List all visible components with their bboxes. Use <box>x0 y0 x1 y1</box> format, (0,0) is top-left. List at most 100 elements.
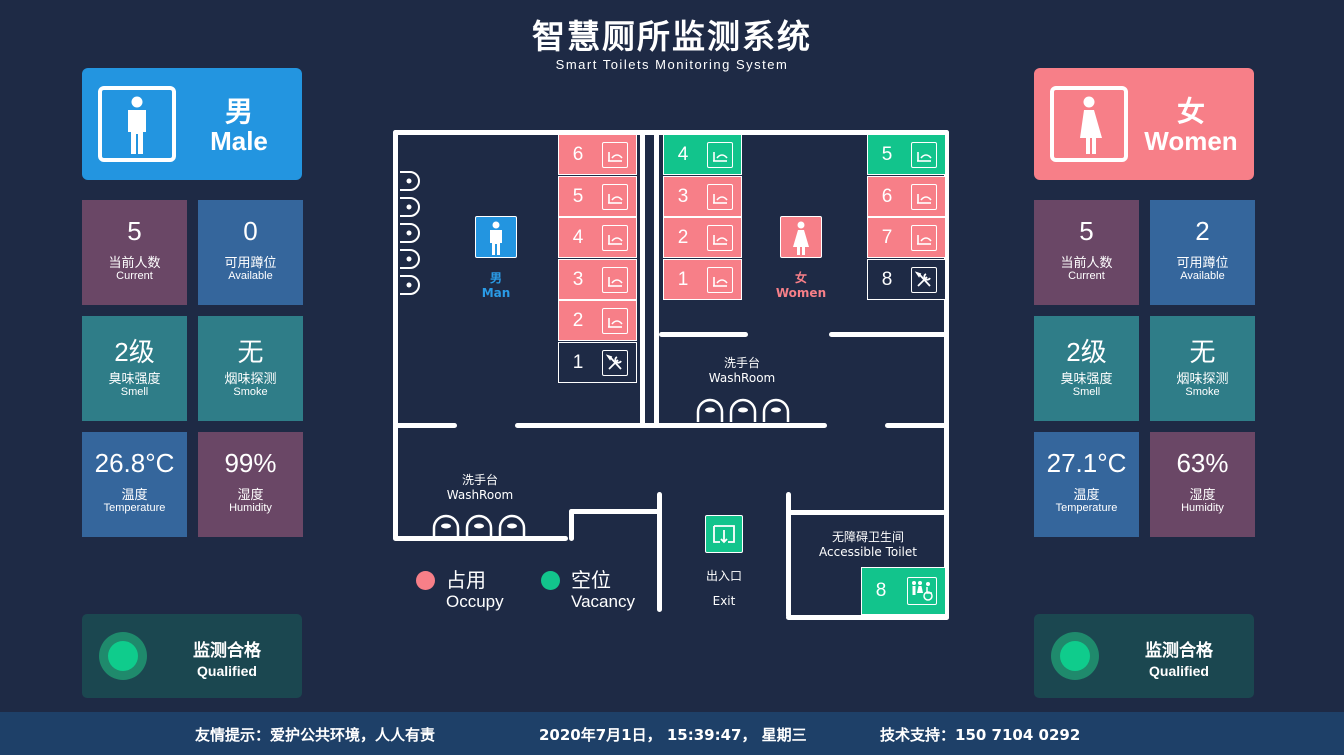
stall[interactable]: 7 <box>867 217 946 258</box>
female-label-en: Women <box>1144 126 1238 156</box>
stat-label-zh: 烟味探测 <box>224 372 277 387</box>
wall <box>829 332 949 337</box>
stat-value: 63% <box>1176 448 1229 478</box>
status-indicator-icon <box>99 632 147 680</box>
maintenance-tools-icon <box>602 349 628 376</box>
wall <box>393 130 398 540</box>
stat-label-en: Temperature <box>103 502 166 514</box>
male-humidity-stat: 99% 湿度 Humidity <box>198 432 303 537</box>
stall-number: 4 <box>572 227 584 248</box>
squat-toilet-icon <box>911 225 937 251</box>
wall <box>640 130 645 426</box>
vacant-dot-icon <box>541 571 560 590</box>
stall-number: 5 <box>881 144 893 165</box>
stat-value: 无 <box>237 337 264 367</box>
women-area-label-en: Women <box>775 286 827 300</box>
stall[interactable]: 2 <box>663 217 742 258</box>
woman-area-icon <box>780 216 822 258</box>
stall-number: 7 <box>881 227 893 248</box>
male-available-stat: 0 可用蹲位 Available <box>198 200 303 305</box>
washroom-label-en: WashRoom <box>446 488 514 502</box>
stall-number: 3 <box>677 185 689 207</box>
wall <box>515 423 827 428</box>
squat-toilet-icon <box>707 225 733 251</box>
stall[interactable]: 5 <box>867 134 946 175</box>
wall <box>393 423 457 428</box>
sink-icons <box>696 398 790 422</box>
female-humidity-stat: 63% 湿度 Humidity <box>1150 432 1255 537</box>
male-header-card: 男 Male <box>82 68 302 180</box>
stall[interactable]: 8 <box>867 258 946 300</box>
footer-support: 技术支持：150 7104 0292 <box>880 726 1081 744</box>
maintenance-tools-icon <box>911 266 937 293</box>
stall-number: 1 <box>572 351 584 373</box>
stall[interactable]: 3 <box>558 258 637 300</box>
accessible-label-en: Accessible Toilet <box>819 545 917 559</box>
stat-label-en: Available <box>228 270 273 282</box>
stall[interactable]: 6 <box>867 175 946 217</box>
stat-label-zh: 臭味强度 <box>108 372 161 387</box>
stat-label-zh: 温度 <box>1073 488 1100 503</box>
occupied-dot-icon <box>416 571 435 590</box>
woman-icon <box>1050 86 1128 162</box>
female-header-card: 女 Women <box>1034 68 1254 180</box>
stall-number: 4 <box>677 144 689 165</box>
stat-label-zh: 温度 <box>121 488 148 503</box>
stat-label-en: Humidity <box>229 502 272 514</box>
stat-label-en: Temperature <box>1055 502 1118 514</box>
washroom-label-zh: 洗手台 <box>461 473 498 487</box>
stat-value: 2 <box>1195 216 1210 246</box>
female-label-zh: 女 <box>1176 95 1205 128</box>
stall-number: 2 <box>572 310 584 331</box>
accessible-family-icon <box>907 577 937 605</box>
stat-label-zh: 湿度 <box>1189 488 1216 503</box>
stat-value: 99% <box>224 448 277 478</box>
stall[interactable]: 3 <box>663 175 742 217</box>
stat-value: 5 <box>1079 216 1094 246</box>
squat-toilet-icon <box>602 308 628 334</box>
stall[interactable]: 1 <box>663 258 742 300</box>
exit-label-en: Exit <box>712 594 736 608</box>
stat-value: 27.1°C <box>1046 448 1127 478</box>
male-smell-stat: 2级 臭味强度 Smell <box>82 316 187 421</box>
status-label-en: Qualified <box>197 663 257 679</box>
footer-tip: 友情提示：爱护公共环境，人人有责 <box>195 726 436 744</box>
female-temperature-stat: 27.1°C 温度 Temperature <box>1034 432 1139 537</box>
men-area-label: 男 Man <box>466 271 526 301</box>
stall-number: 5 <box>572 185 584 207</box>
urinal-icons <box>400 171 420 295</box>
stat-label-zh: 当前人数 <box>108 256 161 271</box>
exit-icon <box>705 515 743 553</box>
male-smoke-stat: 无 烟味探测 Smoke <box>198 316 303 421</box>
male-status-card: 监测合格 Qualified <box>82 614 302 698</box>
stall[interactable]: 4 <box>558 217 637 258</box>
squat-toilet-icon <box>707 142 733 168</box>
female-available-stat: 2 可用蹲位 Available <box>1150 200 1255 305</box>
status-label-en: Qualified <box>1149 663 1209 679</box>
accessible-toilet-label: 无障碍卫生间 Accessible Toilet <box>798 530 938 560</box>
stall-number: 8 <box>881 268 893 290</box>
stat-label-zh: 烟味探测 <box>1176 372 1229 387</box>
footer-datetime: 2020年7月1日， 15:39:47， 星期三 <box>539 726 807 744</box>
stall[interactable]: 2 <box>558 300 637 341</box>
status-label-zh: 监测合格 <box>1145 641 1213 661</box>
stat-label-zh: 臭味强度 <box>1060 372 1113 387</box>
squat-toilet-icon <box>707 266 733 293</box>
stall[interactable]: 4 <box>663 134 742 175</box>
status-indicator-icon <box>1051 632 1099 680</box>
wall <box>786 615 949 620</box>
men-area-label-en: Man <box>481 286 511 300</box>
stall[interactable]: 5 <box>558 175 637 217</box>
stall[interactable]: 1 <box>558 341 637 383</box>
stall-number: 6 <box>881 185 893 207</box>
footer-bar: 友情提示：爱护公共环境，人人有责 2020年7月1日， 15:39:47， 星期… <box>0 712 1344 755</box>
wall <box>393 130 949 135</box>
stall[interactable]: 6 <box>558 134 637 175</box>
exit-label: 出入口 Exit <box>688 569 760 609</box>
stat-value: 26.8°C <box>94 448 175 478</box>
legend-label-zh: 空位 <box>571 568 611 592</box>
accessible-stall[interactable]: 8 <box>861 567 946 615</box>
legend-label-zh: 占用 <box>446 568 486 592</box>
men-washroom-label: 洗手台 WashRoom <box>426 473 534 503</box>
